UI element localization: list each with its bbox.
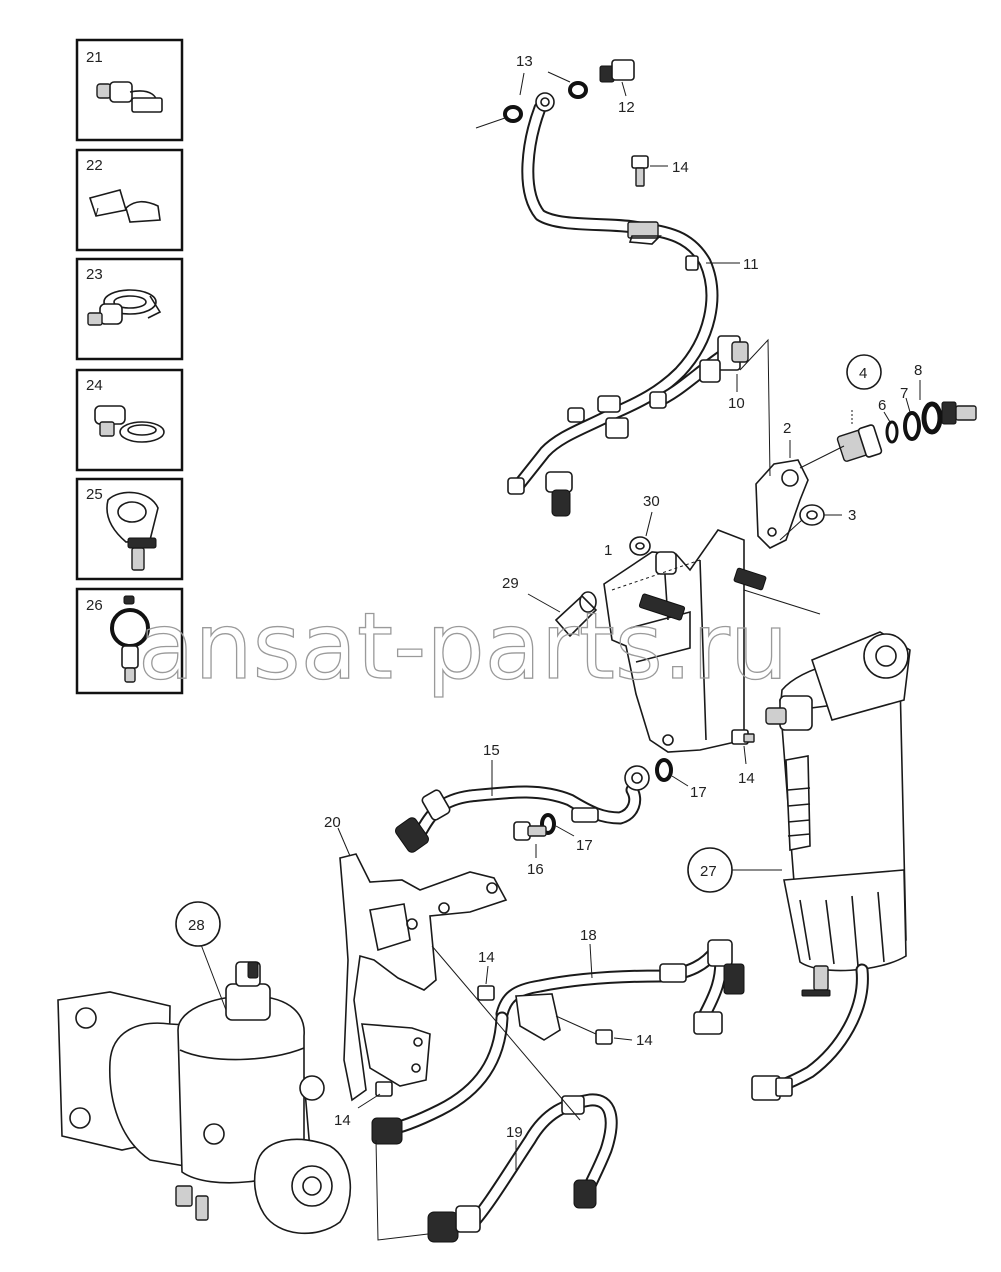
inset-box-25: 25 bbox=[75, 477, 184, 581]
bracket-1 bbox=[603, 529, 745, 753]
filter-housing-28 bbox=[57, 941, 352, 1235]
inset-label-24: 24 bbox=[86, 377, 103, 394]
callout-8: 8 bbox=[914, 362, 922, 379]
bolt-14-bracket bbox=[357, 1081, 393, 1109]
washers-17-upper bbox=[655, 758, 689, 787]
clip-part-21-icon bbox=[96, 81, 163, 113]
inset-label-25: 25 bbox=[86, 486, 103, 503]
callout-14-lower-right: 14 bbox=[636, 1032, 653, 1049]
callout-1: 1 bbox=[604, 542, 612, 559]
callout-20: 20 bbox=[324, 814, 341, 831]
inset-box-21: 21 bbox=[75, 38, 184, 142]
inset-box-24: 24 bbox=[75, 368, 184, 472]
callout-13: 13 bbox=[516, 53, 533, 70]
hose-15 bbox=[395, 760, 650, 853]
callout-27-circle bbox=[687, 847, 733, 893]
callout-12: 12 bbox=[618, 99, 635, 116]
callout-14-filter: 14 bbox=[738, 770, 755, 787]
oring-6 bbox=[883, 411, 899, 444]
washer-7 bbox=[903, 397, 921, 441]
washer-13-upper bbox=[568, 81, 588, 99]
callout-14-bracket: 14 bbox=[334, 1112, 351, 1129]
clip-part-24-icon bbox=[94, 405, 165, 443]
adapter-4 bbox=[799, 410, 883, 469]
watermark-text: ansat-parts.ru bbox=[138, 593, 788, 700]
clamp-part-26-icon bbox=[110, 595, 150, 683]
clamp-part-22-icon bbox=[88, 189, 161, 223]
bolt-14-lower-right bbox=[555, 1015, 633, 1045]
banjo-bolt-12 bbox=[599, 59, 635, 83]
callout-27: 27 bbox=[700, 863, 717, 880]
callout-7: 7 bbox=[900, 385, 908, 402]
bracket-20 bbox=[337, 827, 508, 1102]
fuel-filter-27 bbox=[730, 589, 911, 1101]
bolt-14-hose18 bbox=[477, 965, 495, 1001]
callout-17-lower: 17 bbox=[576, 837, 593, 854]
inset-label-22: 22 bbox=[86, 157, 103, 174]
callout-15: 15 bbox=[483, 742, 500, 759]
inset-label-26: 26 bbox=[86, 597, 103, 614]
callout-3: 3 bbox=[848, 507, 856, 524]
bolt-16 bbox=[513, 821, 547, 858]
callout-4-circle bbox=[846, 354, 882, 390]
callout-2: 2 bbox=[783, 420, 791, 437]
inset-label-21: 21 bbox=[86, 49, 103, 66]
hose-19 bbox=[375, 945, 618, 1243]
callout-labels: 1 2 3 4 6 7 8 10 11 12 13 14 14 14 14 14… bbox=[175, 53, 922, 1141]
callout-30: 30 bbox=[643, 493, 660, 510]
callout-14-hose18: 14 bbox=[478, 949, 495, 966]
callout-17-upper: 17 bbox=[690, 784, 707, 801]
callout-29: 29 bbox=[502, 575, 519, 592]
sleeve-29 bbox=[527, 591, 598, 638]
spacer-30 bbox=[629, 511, 653, 556]
inset-label-23: 23 bbox=[86, 266, 103, 283]
callout-19: 19 bbox=[506, 1124, 523, 1141]
callout-6: 6 bbox=[878, 397, 886, 414]
callout-10: 10 bbox=[728, 395, 745, 412]
bolt-14-filter bbox=[731, 729, 755, 765]
callout-11: 11 bbox=[743, 256, 759, 273]
plate-2 bbox=[739, 338, 809, 549]
callout-18: 18 bbox=[580, 927, 597, 944]
inset-box-23: 23 bbox=[75, 257, 184, 361]
callout-16: 16 bbox=[527, 861, 544, 878]
callout-28: 28 bbox=[188, 917, 205, 934]
fitting-8 bbox=[919, 380, 977, 435]
bolt-14-top bbox=[631, 155, 649, 187]
inset-box-26: 26 bbox=[75, 587, 184, 695]
nut-3 bbox=[779, 504, 842, 541]
washer-13-lower bbox=[475, 105, 523, 129]
bolt-1-studs bbox=[638, 567, 767, 621]
inset-box-22: 22 bbox=[75, 148, 184, 252]
washer-17-lower bbox=[540, 813, 575, 837]
pipe-assembly-11 bbox=[507, 92, 749, 517]
clamp-part-23-icon bbox=[87, 289, 162, 326]
callout-28-circle bbox=[175, 901, 221, 947]
callout-14-top: 14 bbox=[672, 159, 689, 176]
hose-18 bbox=[371, 939, 745, 1145]
clamp-part-25-icon bbox=[106, 491, 159, 571]
callout-4: 4 bbox=[859, 365, 867, 382]
